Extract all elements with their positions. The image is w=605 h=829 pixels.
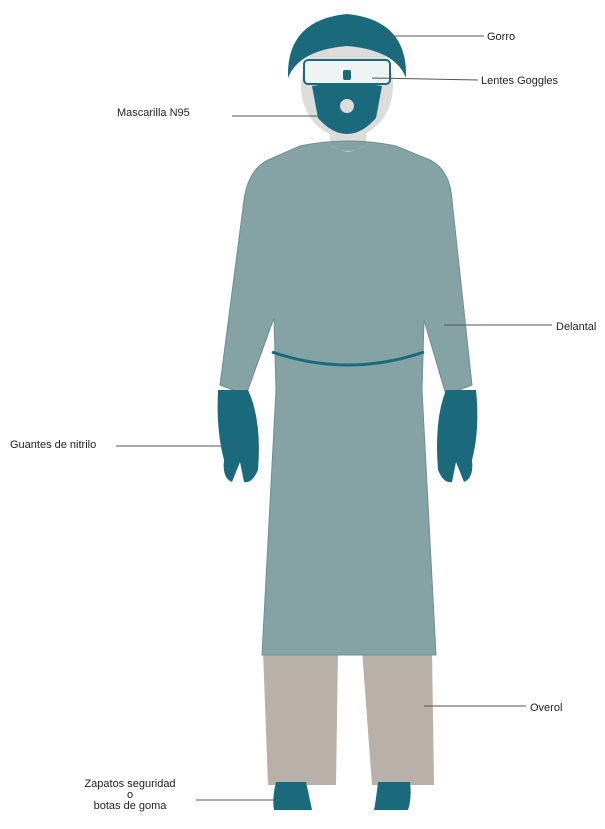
label-mascarilla-n95: Mascarilla N95 xyxy=(117,107,190,119)
label-overol: Overol xyxy=(530,702,562,714)
label-zapatos-seguridad: Zapatos seguridad o botas de goma xyxy=(70,779,190,812)
delantal-gown xyxy=(220,141,472,655)
overol-pants xyxy=(263,650,434,785)
boots xyxy=(273,782,410,810)
label-lentes-goggles: Lentes Goggles xyxy=(481,75,558,87)
label-guantes-nitrilo: Guantes de nitrilo xyxy=(10,439,96,451)
goggles-bridge xyxy=(343,70,351,80)
label-delantal: Delantal xyxy=(556,321,596,333)
label-zapatos-line3: botas de goma xyxy=(70,801,190,812)
label-gorro: Gorro xyxy=(487,31,515,43)
mask-valve xyxy=(340,99,354,113)
